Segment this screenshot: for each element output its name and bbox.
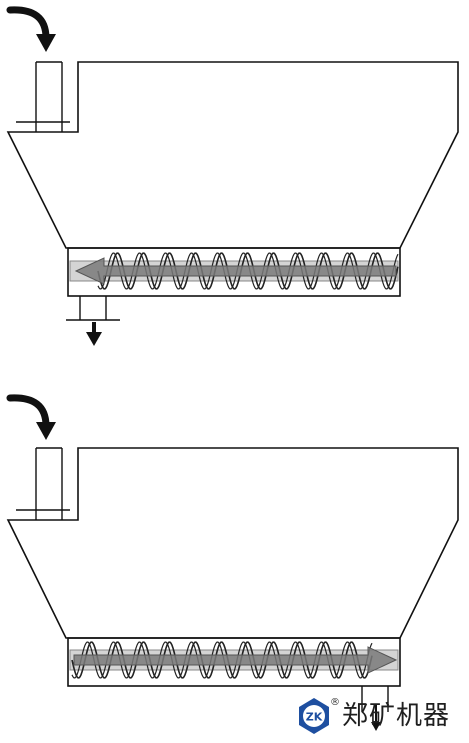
registered-mark: ®	[330, 697, 340, 708]
logo-badge-text: ZK	[306, 711, 323, 724]
top-screw-trough	[67, 247, 401, 297]
bottom-inlet-pipe	[16, 447, 70, 520]
screw-helix	[97, 252, 399, 290]
bottom-feeder-diagram	[6, 394, 459, 731]
company-name: 郑矿机器	[342, 701, 451, 731]
top-outlet-arrow-icon	[86, 322, 102, 346]
screw-helix-edge	[97, 252, 399, 290]
bottom-screw-trough	[67, 637, 401, 687]
bottom-hopper-outline	[6, 447, 459, 639]
company-logo: ® 郑矿机器	[296, 693, 466, 739]
bottom-flow-direction-arrow-icon	[73, 646, 398, 674]
bottom-screw-flight	[71, 641, 373, 679]
logo-badge-icon: ZK	[299, 698, 329, 734]
bottom-inlet-arrow-icon	[6, 394, 56, 440]
top-hopper-outline	[6, 61, 459, 249]
top-screw-flight	[97, 252, 399, 290]
top-outlet-pipe	[66, 296, 120, 321]
top-feeder-diagram	[6, 6, 459, 346]
bottom-outlet-arrow-icon	[371, 704, 381, 731]
logo-badge-spacer: ®	[296, 697, 340, 735]
top-inlet-pipe	[16, 61, 70, 132]
screw-helix	[71, 641, 373, 679]
screw-helix-edge	[71, 641, 373, 679]
bottom-outlet-pipe	[361, 686, 389, 712]
top-inlet-arrow-icon	[6, 6, 56, 52]
top-flow-direction-arrow-icon	[74, 257, 397, 285]
